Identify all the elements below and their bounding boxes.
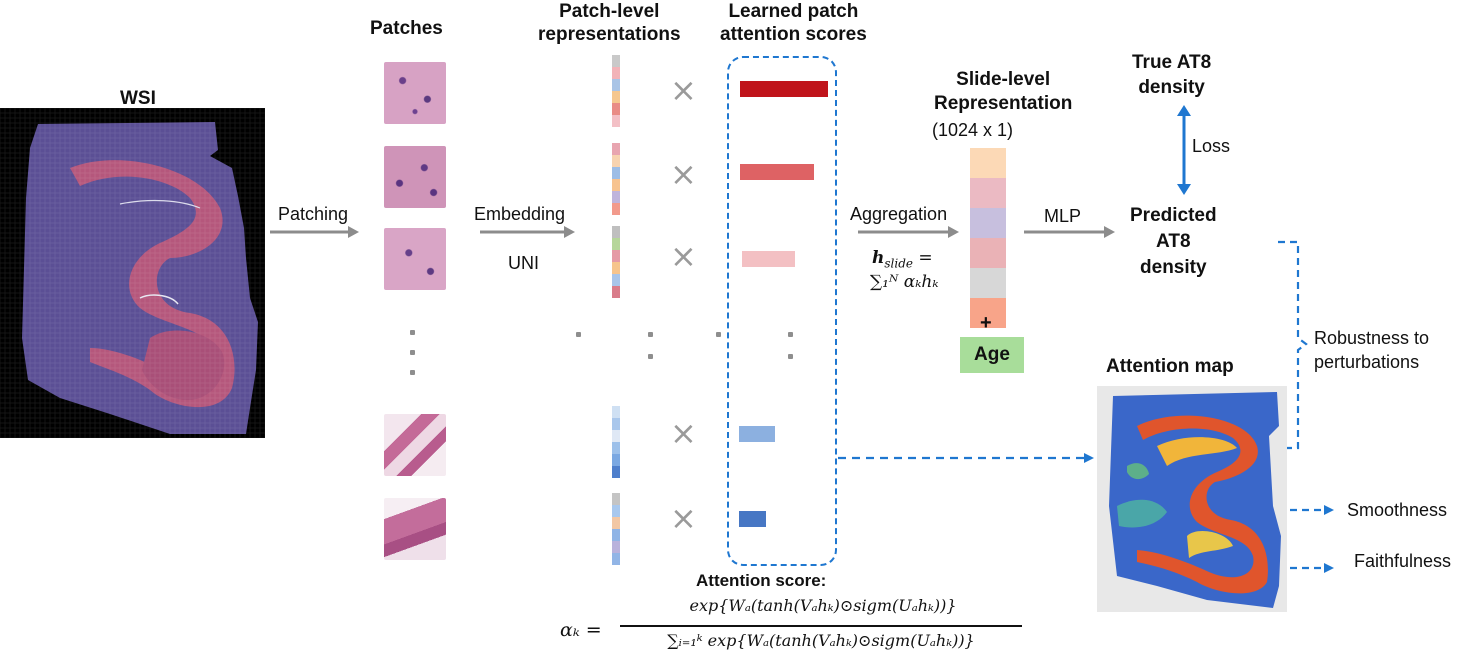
multiply-icon: × — [670, 237, 697, 275]
wsi-slide-image — [0, 108, 265, 438]
attention-map-image — [1097, 386, 1287, 612]
smoothness-arrow — [1290, 505, 1334, 515]
patch-vector-4 — [612, 406, 620, 478]
attention-bar-5 — [739, 511, 766, 527]
attention-score-title: Attention score: — [696, 571, 827, 590]
h-slide-symbol: h — [872, 248, 885, 268]
attention-to-map-arrow — [838, 453, 1094, 463]
patches-title: Patches — [370, 18, 443, 39]
h-slide-subscript: slide — [884, 256, 913, 271]
multiply-icon: × — [670, 71, 697, 109]
attention-bar-4 — [739, 426, 775, 442]
patch-vector-1 — [612, 55, 620, 127]
slide-level-title: Slide-level Representation — [934, 69, 1073, 114]
alpha-denominator: ∑ᵢ₌₁ᵏ exp{Wₐ(tanh(Vₐhₖ)⊙sigm(Uₐhₖ))} — [667, 631, 975, 650]
alpha-numerator: exp{Wₐ(tanh(Vₐhₖ)⊙sigm(Uₐhₖ))} — [689, 596, 957, 615]
ellipsis-dot — [716, 332, 721, 337]
multiply-icon: × — [670, 499, 697, 537]
faithfulness-label: Faithfulness — [1354, 551, 1452, 571]
age-box: Age — [960, 337, 1024, 373]
ellipsis-dot — [410, 330, 415, 335]
embedding-arrow — [480, 226, 575, 238]
robustness-bracket — [1278, 240, 1308, 450]
aggregation-arrow — [858, 226, 959, 238]
patch-vector-5 — [612, 493, 620, 565]
ellipsis-dot — [648, 332, 653, 337]
wsi-title: WSI — [120, 88, 156, 109]
ellipsis-dot — [788, 332, 793, 337]
slide-level-dim: (1024 x 1) — [932, 120, 1014, 140]
faithfulness-arrow — [1290, 563, 1334, 573]
smoothness-label: Smoothness — [1347, 500, 1448, 520]
patch-image-2 — [384, 146, 446, 208]
attention-bar-3 — [742, 251, 795, 267]
ellipsis-dot — [576, 332, 581, 337]
patching-arrow — [270, 226, 359, 238]
attention-bar-1 — [740, 81, 828, 97]
h-slide-formula: hslide = — [872, 248, 933, 270]
patch-image-1 — [384, 62, 446, 124]
uni-label: UNI — [508, 253, 539, 273]
plus-sign: + — [980, 312, 992, 334]
ellipsis-dot — [410, 370, 415, 375]
ellipsis-dot — [410, 350, 415, 355]
predicted-at8-label: Predicted AT8 density — [1130, 205, 1217, 278]
h-slide-equals: = — [913, 248, 933, 268]
embedding-label: Embedding — [474, 204, 566, 224]
alpha-lhs: αₖ = — [560, 619, 602, 641]
ellipsis-dot — [648, 354, 653, 359]
attention-map-title: Attention map — [1106, 356, 1234, 377]
learned-scores-title: Learned patch attention scores — [720, 1, 867, 45]
ellipsis-dot — [788, 354, 793, 359]
patch-vector-3 — [612, 226, 620, 298]
patching-label: Patching — [278, 204, 349, 224]
aggregation-label: Aggregation — [850, 204, 948, 224]
fraction-line — [620, 625, 1022, 627]
patch-image-3 — [384, 228, 446, 290]
true-at8-label: True AT8 density — [1132, 52, 1212, 98]
slide-level-vector — [970, 148, 1006, 328]
h-slide-sum: ∑₁ᴺ αₖhₖ — [870, 272, 939, 292]
loss-double-arrow — [1177, 105, 1191, 195]
mlp-label: MLP — [1044, 206, 1082, 226]
mlp-arrow — [1024, 226, 1115, 238]
robustness-label: Robustness to perturbations — [1314, 328, 1430, 372]
patch-image-4 — [384, 414, 446, 476]
patch-vector-2 — [612, 143, 620, 215]
loss-label: Loss — [1192, 136, 1231, 156]
multiply-icon: × — [670, 155, 697, 193]
multiply-icon: × — [670, 414, 697, 452]
attention-bar-2 — [740, 164, 814, 180]
patch-image-5 — [384, 498, 446, 560]
attention-scores-dashed-box — [727, 56, 837, 566]
patch-level-title: Patch-level representations — [538, 1, 681, 45]
